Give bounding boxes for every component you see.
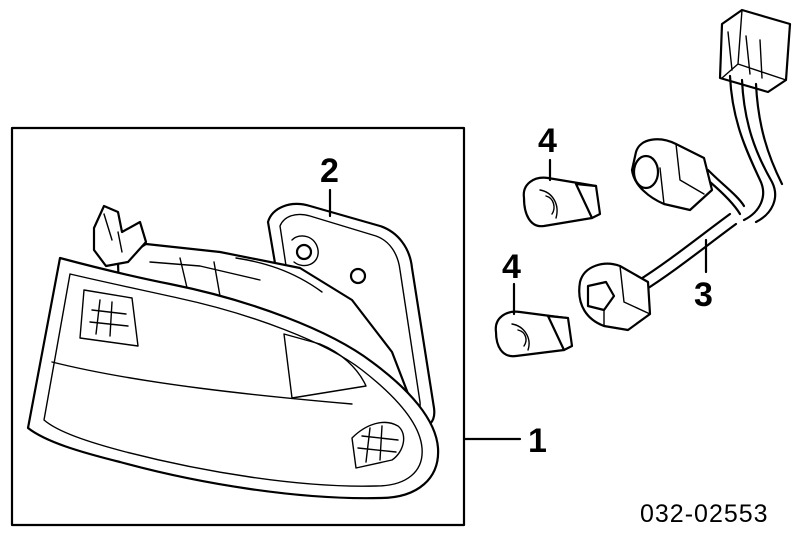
callout-3: 3	[694, 276, 713, 314]
diagram-number: 032-02553	[640, 500, 769, 528]
assembly-frame	[10, 126, 466, 527]
callout-2: 2	[320, 152, 339, 190]
callout-1: 1	[528, 422, 547, 460]
lens-housing	[26, 204, 440, 500]
socket-harness	[578, 8, 792, 332]
bulb-lower	[494, 310, 574, 358]
callout-4-upper: 4	[538, 122, 557, 160]
callout-4-lower: 4	[502, 248, 521, 286]
bulb-upper	[522, 176, 602, 228]
